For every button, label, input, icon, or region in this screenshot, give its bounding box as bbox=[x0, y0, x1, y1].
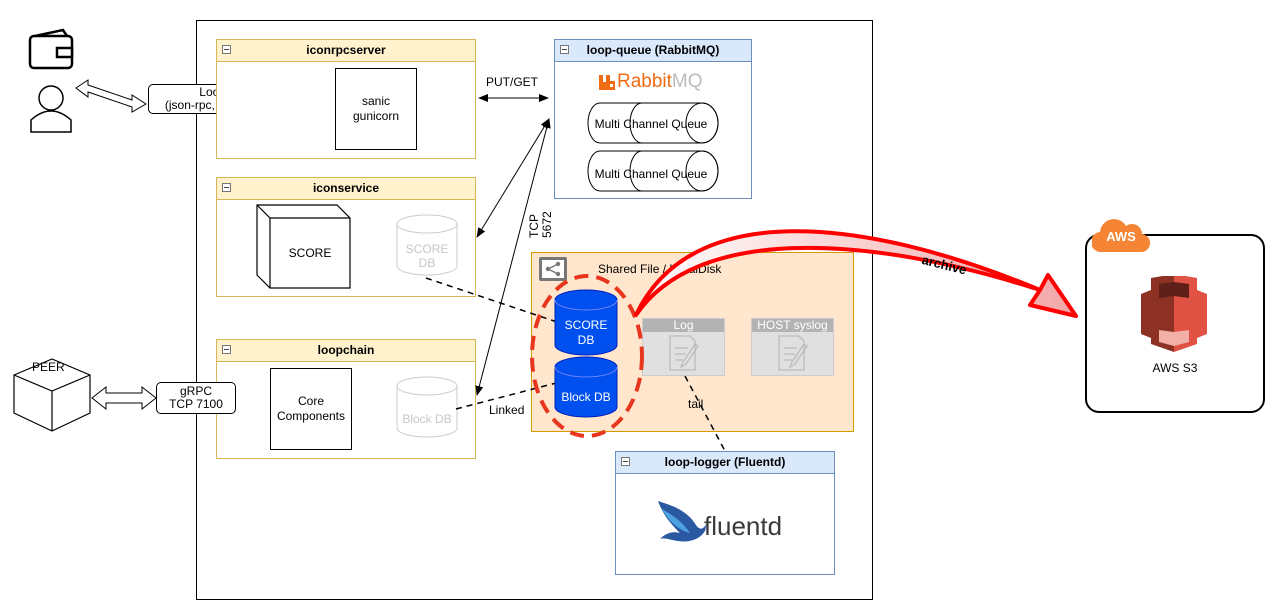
score-db-ghost-line2: DB bbox=[418, 256, 436, 270]
loop-logger-title: loop-logger (Fluentd) bbox=[664, 455, 786, 469]
collapse-icon[interactable] bbox=[560, 45, 569, 54]
host-syslog-file: HOST syslog bbox=[751, 318, 834, 376]
loop-logger-panel: loop-logger (Fluentd) bbox=[615, 451, 835, 575]
fluentd-logo-text: fluentd bbox=[704, 511, 783, 541]
document-edit-icon bbox=[669, 335, 699, 371]
archive-arrow bbox=[634, 229, 1078, 318]
block-db-ghost-icon bbox=[396, 376, 458, 438]
peer-label: PEER bbox=[32, 360, 65, 374]
grpc-line2: TCP 7100 bbox=[169, 397, 223, 411]
fluentd-bird-icon bbox=[658, 501, 707, 542]
host-syslog-label: HOST syslog bbox=[752, 319, 833, 332]
sanic-gunicorn-box: sanic gunicorn bbox=[335, 68, 417, 150]
score-db-ghost-icon bbox=[396, 214, 458, 276]
tail-label: tail bbox=[688, 397, 704, 411]
core-components-box: Core Components bbox=[270, 368, 352, 450]
grpc-label-box: gRPC TCP 7100 bbox=[156, 382, 236, 414]
queue-2 bbox=[587, 150, 719, 192]
put-get-label: PUT/GET bbox=[486, 75, 539, 89]
iconrpcserver-title: iconrpcserver bbox=[306, 43, 386, 57]
collapse-icon[interactable] bbox=[222, 183, 231, 192]
iconservice-title: iconservice bbox=[312, 181, 380, 195]
score-db-ghost-label: SCORE DB bbox=[396, 242, 458, 270]
core-label: Core bbox=[297, 394, 324, 408]
tail-link bbox=[684, 375, 726, 452]
host-frame bbox=[196, 20, 873, 600]
log-label: Log bbox=[643, 319, 724, 332]
wallet-icon bbox=[28, 28, 74, 70]
aws-cloud-icon bbox=[1092, 219, 1150, 253]
queue-2-label: Multi Channel Queue bbox=[594, 167, 708, 181]
block-db-label: Block DB bbox=[561, 390, 611, 404]
score-db-line1: SCORE bbox=[564, 318, 608, 332]
queue-1-label: Multi Channel Queue bbox=[594, 117, 708, 131]
collapse-icon[interactable] bbox=[222, 45, 231, 54]
score-db-line2: DB bbox=[577, 333, 595, 347]
queues-graphic bbox=[587, 102, 719, 192]
score-cube bbox=[256, 204, 351, 289]
user-group-icons bbox=[28, 28, 74, 133]
log-file: Log bbox=[642, 318, 725, 376]
loopchain-queue-connector bbox=[475, 118, 551, 396]
block-db-link bbox=[455, 381, 561, 410]
linked-label: Linked bbox=[489, 403, 525, 417]
user-icon bbox=[30, 85, 72, 133]
s3-bucket-icon bbox=[1141, 276, 1207, 352]
queue-1 bbox=[587, 102, 719, 144]
block-db-ghost-label: Block DB bbox=[402, 412, 452, 426]
rabbitmq-icon bbox=[599, 75, 615, 90]
db-cylinders bbox=[554, 289, 618, 418]
sanic-label: sanic bbox=[361, 94, 390, 108]
score-db-ghost-line1: SCORE bbox=[405, 242, 449, 256]
highlight-ellipse bbox=[530, 274, 644, 438]
rabbitmq-logo-rabbit: Rabbit bbox=[617, 71, 672, 92]
score-db-label: SCORE DB bbox=[554, 318, 618, 348]
document-edit-icon bbox=[778, 335, 808, 371]
score-db-link bbox=[425, 277, 561, 324]
collapse-icon[interactable] bbox=[222, 345, 231, 354]
score-db-cylinder bbox=[554, 289, 618, 356]
loop-queue-title: loop-queue (RabbitMQ) bbox=[586, 43, 720, 57]
peer-cube-icon bbox=[13, 358, 91, 432]
collapse-icon[interactable] bbox=[621, 457, 630, 466]
loopchain-title: loopchain bbox=[317, 343, 375, 357]
block-db-cylinder bbox=[554, 356, 618, 418]
aws-s3-label: AWS S3 bbox=[1152, 361, 1198, 375]
rabbitmq-logo-mq: MQ bbox=[671, 71, 703, 92]
aws-badge-label: AWS bbox=[1106, 229, 1136, 244]
api-double-arrow bbox=[75, 79, 147, 113]
grpc-line1: gRPC bbox=[179, 384, 212, 398]
gunicorn-label: gunicorn bbox=[352, 109, 400, 123]
components-label: Components bbox=[276, 409, 346, 423]
score-label: SCORE bbox=[288, 246, 332, 260]
